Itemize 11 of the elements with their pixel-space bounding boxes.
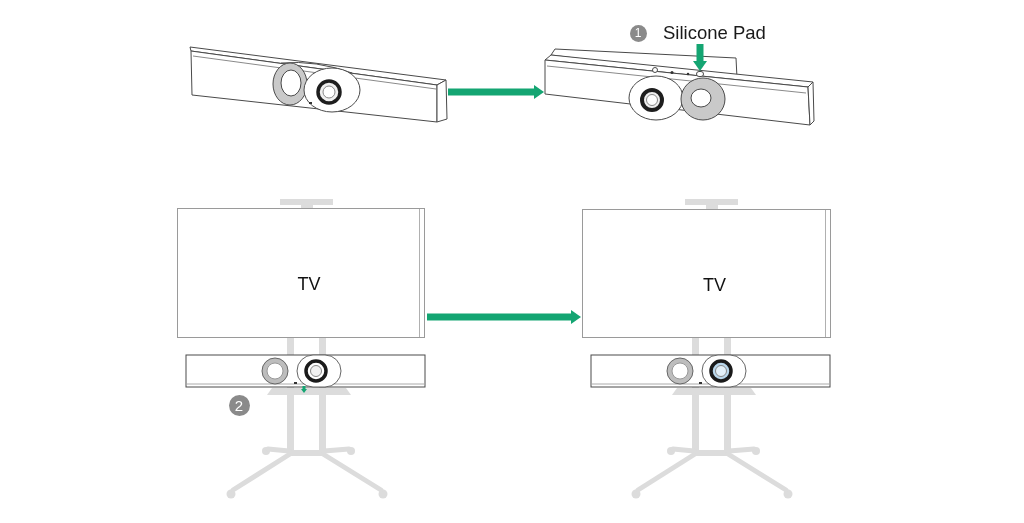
arrow xyxy=(448,85,544,99)
screen-label: TV xyxy=(703,273,726,296)
callout-number: 1 xyxy=(629,24,647,42)
arrow xyxy=(693,44,707,71)
callout-number: 2 xyxy=(228,394,250,416)
silicone-pad xyxy=(696,71,704,77)
tv-screen xyxy=(582,209,831,338)
tv-screen xyxy=(177,208,425,338)
part-label: Silicone Pad xyxy=(663,21,766,44)
screen-label: TV xyxy=(297,273,321,295)
arrow xyxy=(427,310,581,324)
